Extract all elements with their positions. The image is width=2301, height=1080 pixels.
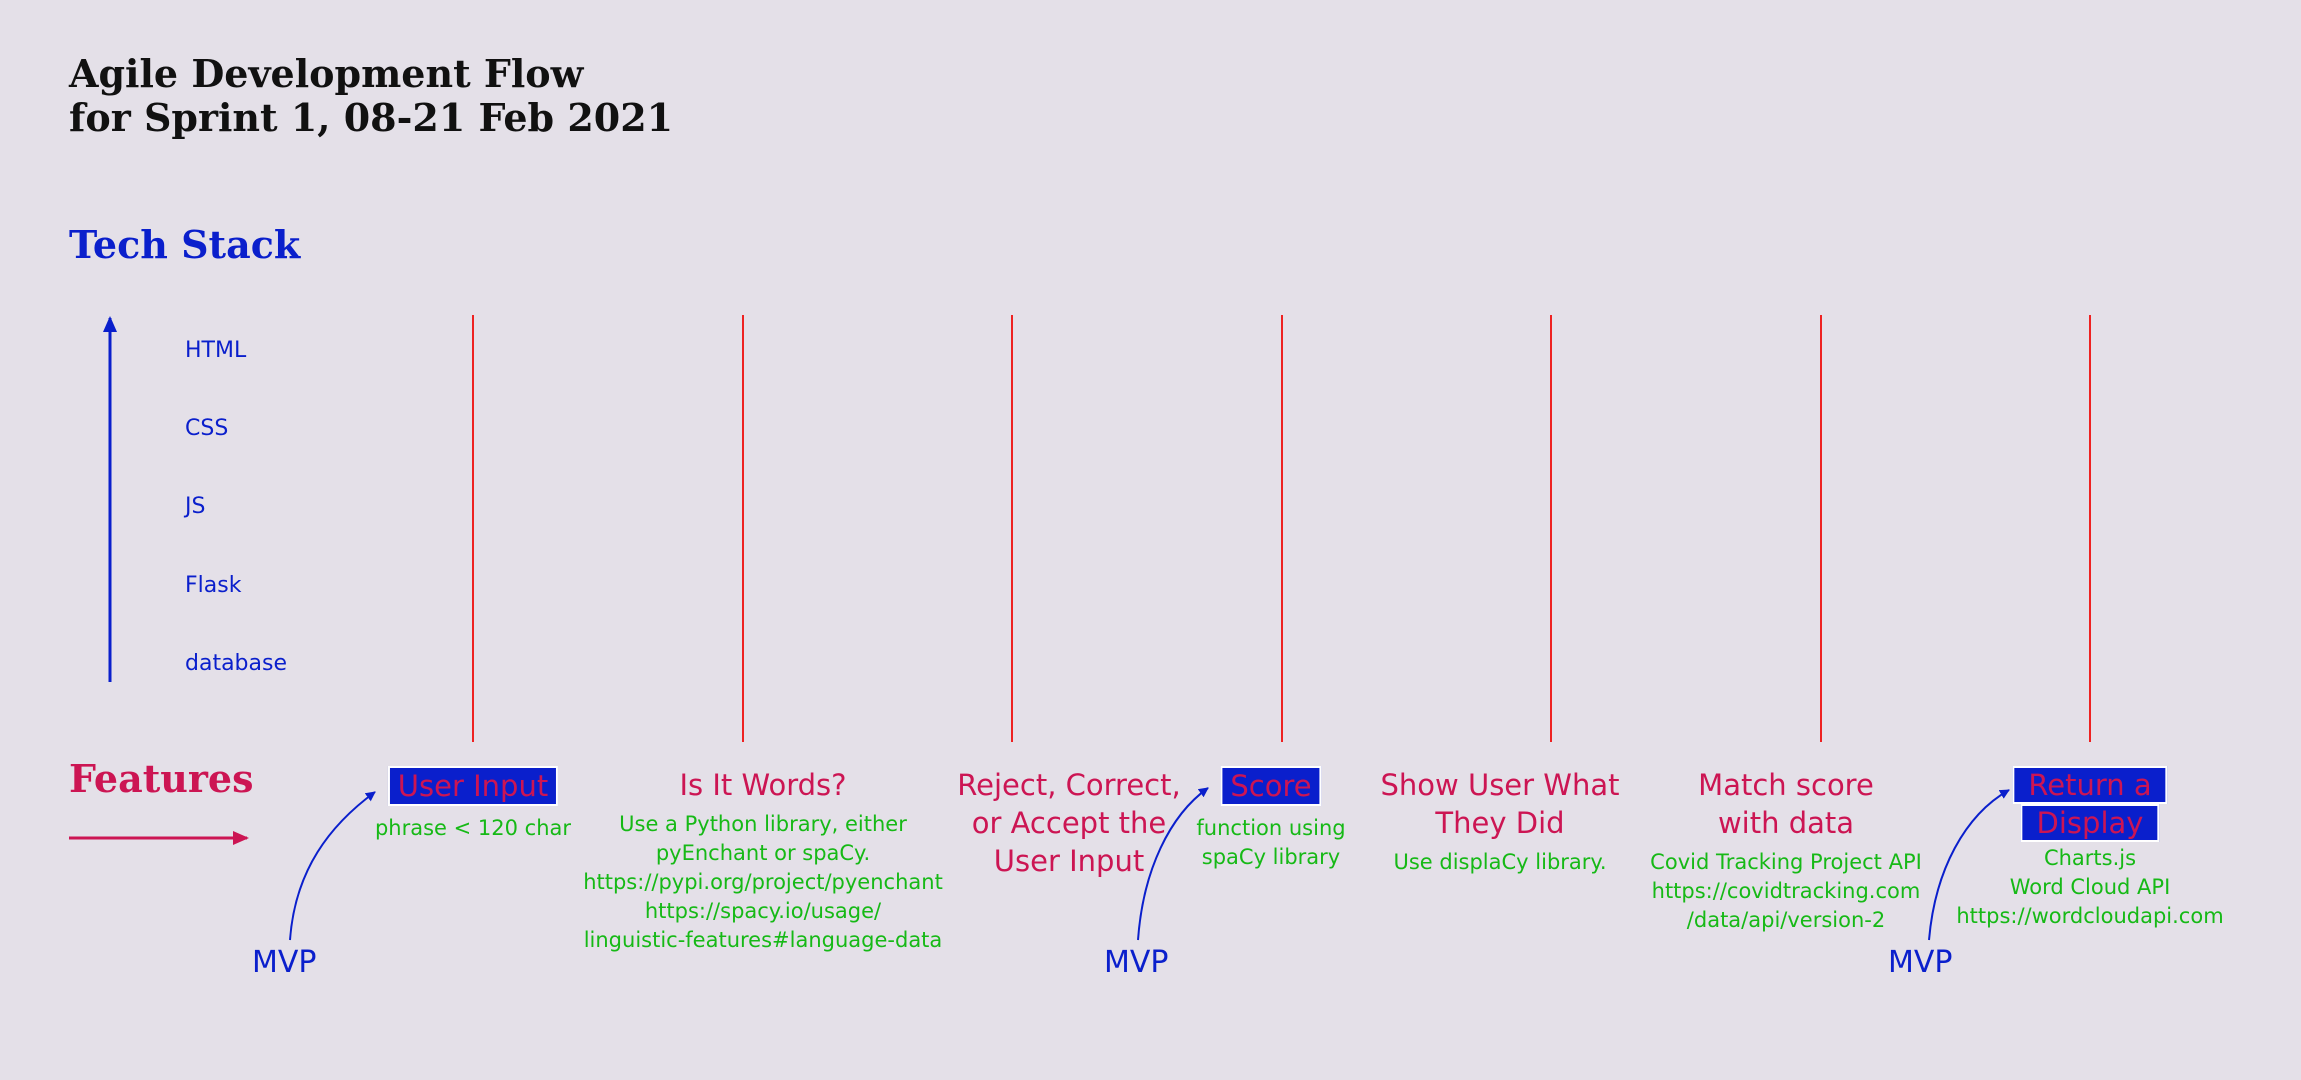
feature-title-line: Match score	[1698, 768, 1874, 802]
features-heading: Features	[69, 756, 254, 801]
feature-desc-line: function using	[1196, 816, 1346, 840]
feature-title: Score	[1220, 766, 1322, 806]
feature-title-line: with data	[1717, 806, 1855, 840]
feature-desc: Covid Tracking Project API https://covid…	[1650, 848, 1922, 935]
title-line-2: for Sprint 1, 08-21 Feb 2021	[69, 95, 674, 140]
feature-desc-line: Use displaCy library.	[1393, 850, 1607, 874]
page-title: Agile Development Flow for Sprint 1, 08-…	[69, 52, 673, 140]
feature-desc-line: Word Cloud API	[2009, 875, 2171, 899]
tech-stack-heading: Tech Stack	[69, 222, 301, 267]
feature-return-display: Return a Display Charts.js Word Cloud AP…	[1956, 766, 2224, 931]
feature-desc-line: Use a Python library, either	[619, 812, 907, 836]
mvp-label-1: MVP	[252, 945, 317, 980]
feature-title-line: Display	[2020, 804, 2160, 842]
feature-title-line: They Did	[1435, 806, 1565, 840]
mvp-arrow-3	[1928, 789, 2010, 941]
feature-title-line: User Input	[993, 844, 1145, 878]
feature-desc-line: phrase < 120 char	[374, 816, 572, 840]
feature-title-line: Return a	[2012, 766, 2168, 804]
feature-score: Score function using spaCy library	[1196, 766, 1346, 872]
feature-desc: function using spaCy library	[1196, 814, 1345, 872]
stack-item-database: database	[185, 651, 287, 676]
stack-item-flask: Flask	[185, 573, 242, 598]
feature-title-line: Show User What	[1380, 768, 1620, 802]
feature-match-score: Match score with data Covid Tracking Pro…	[1650, 766, 1922, 935]
feature-desc-line: https://pypi.org/project/pyenchant	[583, 870, 943, 894]
feature-reject-correct-accept: Reject, Correct, or Accept the User Inpu…	[957, 766, 1180, 880]
feature-show-user: Show User What They Did Use displaCy lib…	[1381, 766, 1620, 877]
feature-title: Is It Words?	[679, 768, 847, 802]
feature-desc-line: Covid Tracking Project API	[1650, 850, 1922, 874]
feature-desc-line: pyEnchant or spaCy.	[655, 841, 871, 865]
mvp-label-3: MVP	[1888, 945, 1953, 980]
feature-desc-line: linguistic-features#language-data	[583, 928, 943, 952]
feature-title: User Input	[387, 766, 559, 806]
feature-desc-line: spaCy library	[1201, 845, 1341, 869]
feature-desc: Use displaCy library.	[1393, 848, 1606, 877]
feature-title: Return a Display	[2012, 766, 2168, 842]
mvp-arrow-2	[1137, 787, 1209, 941]
mvp-arrow-1	[289, 791, 376, 941]
stack-item-html: HTML	[185, 338, 247, 363]
stack-item-css: CSS	[185, 416, 229, 441]
feature-desc-line: /data/api/version-2	[1686, 908, 1886, 932]
feature-desc-line: https://wordcloudapi.com	[1956, 904, 2224, 928]
title-line-1: Agile Development Flow	[69, 51, 584, 96]
feature-title-line: or Accept the	[971, 806, 1167, 840]
stack-item-js: JS	[185, 494, 206, 519]
feature-user-input: User Input phrase < 120 char	[375, 766, 571, 843]
feature-is-it-words: Is It Words? Use a Python library, eithe…	[583, 766, 943, 955]
feature-desc-line: https://spacy.io/usage/	[644, 899, 882, 923]
feature-desc: phrase < 120 char	[375, 814, 571, 843]
feature-title-line: Reject, Correct,	[957, 768, 1181, 802]
mvp-label-2: MVP	[1104, 945, 1169, 980]
sprint-lines	[472, 315, 2091, 742]
feature-desc-line: https://covidtracking.com	[1651, 879, 1921, 903]
feature-desc: Use a Python library, either pyEnchant o…	[583, 810, 943, 955]
feature-desc-line: Charts.js	[2043, 846, 2137, 870]
feature-desc: Charts.js Word Cloud API https://wordclo…	[1956, 844, 2223, 931]
